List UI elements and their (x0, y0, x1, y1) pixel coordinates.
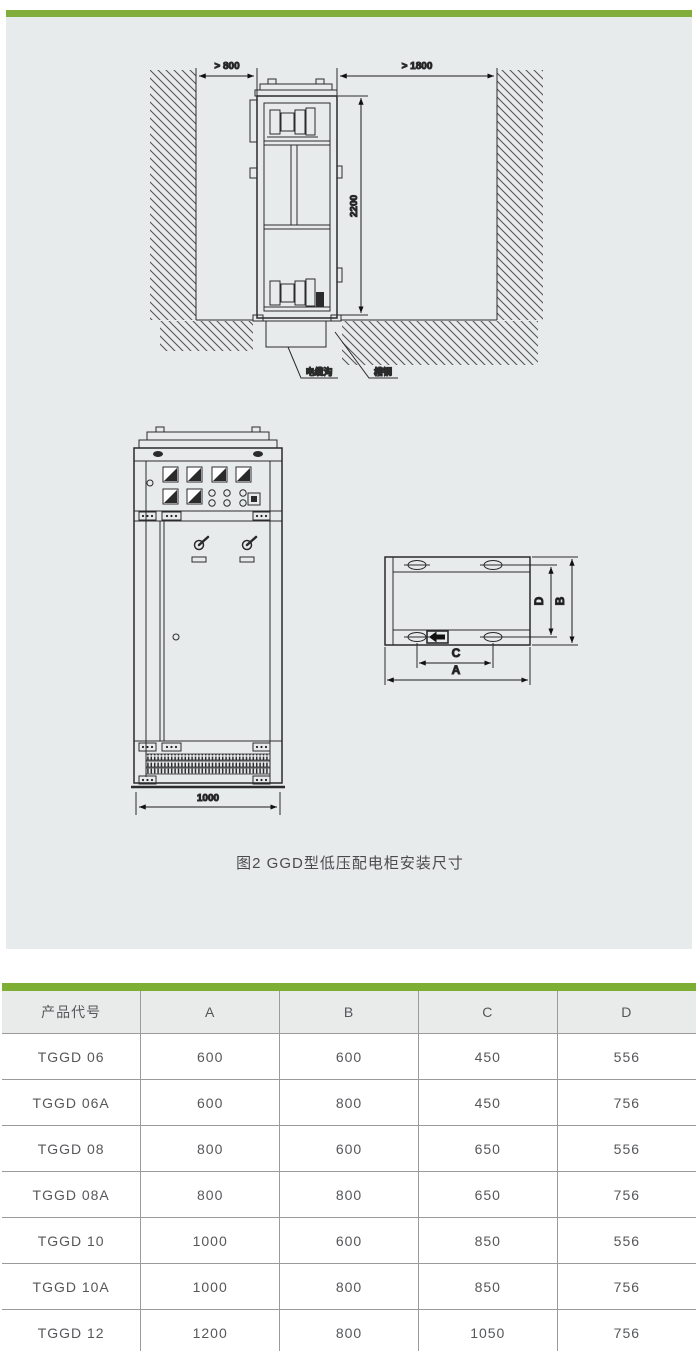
cell-b: 600 (279, 1217, 419, 1264)
cell-c: 450 (417, 1033, 558, 1080)
cell-c: 650 (417, 1125, 558, 1172)
dim-cabinet-height: 2200 (349, 194, 360, 217)
cell-d: 756 (556, 1309, 696, 1351)
cell-code: TGGD 10A (2, 1263, 141, 1310)
cell-c: 1050 (417, 1309, 558, 1351)
cell-b: 800 (279, 1079, 419, 1126)
cell-b: 800 (279, 1263, 419, 1310)
table-row: TGGD 08 800 600 650 556 (2, 1125, 696, 1172)
cell-d: 556 (556, 1217, 696, 1264)
plan-view-diagram: D B C A (384, 556, 578, 685)
table-row: TGGD 08A 800 800 650 756 (2, 1171, 696, 1218)
table-accent-bar (2, 983, 696, 991)
dim-right-clearance: > 1800 (402, 61, 433, 72)
table-row: TGGD 10A 1000 800 850 756 (2, 1263, 696, 1310)
cell-a: 600 (140, 1079, 280, 1126)
door-handle (191, 535, 210, 563)
dim-cabinet-width: 1000 (197, 793, 220, 804)
cell-d: 556 (556, 1033, 696, 1080)
installation-diagram: > 800 > 1800 (131, 61, 578, 815)
cell-a: 800 (140, 1125, 280, 1172)
dim-label-c: C (452, 646, 461, 660)
cell-b: 800 (279, 1171, 419, 1218)
col-header-d: D (556, 991, 696, 1034)
cell-b: 600 (279, 1125, 419, 1172)
dim-label-a: A (452, 663, 461, 677)
col-header-c: C (417, 991, 558, 1034)
cell-c: 850 (417, 1263, 558, 1310)
cell-a: 1000 (140, 1263, 280, 1310)
table-row: TGGD 12 1200 800 1050 756 (2, 1309, 696, 1351)
table-row: TGGD 10 1000 600 850 556 (2, 1217, 696, 1264)
cell-code: TGGD 10 (2, 1217, 141, 1264)
cell-a: 800 (140, 1171, 280, 1218)
cell-code: TGGD 06 (2, 1033, 141, 1080)
table-row: TGGD 06A 600 800 450 756 (2, 1079, 696, 1126)
spec-table-section: 产品代号 A B C D TGGD 06 600 600 450 556 TGG… (2, 983, 696, 1351)
dim-left-clearance: > 800 (214, 61, 240, 72)
figure-panel (6, 17, 692, 949)
channel-steel-label: 槽钢 (374, 366, 392, 377)
cable-entry-arrow-icon (426, 630, 449, 644)
cell-code: TGGD 08 (2, 1125, 141, 1172)
panel-meter-icons (162, 466, 252, 505)
table-header-row: 产品代号 A B C D (2, 991, 696, 1034)
cable-trench-label: 电缆沟 (305, 366, 332, 377)
vent-boxes-bottom (138, 742, 271, 752)
dim-label-b: B (553, 596, 567, 605)
figure-caption: 图2 GGD型低压配电柜安装尺寸 (236, 855, 464, 872)
cell-code: TGGD 06A (2, 1079, 141, 1126)
cell-b: 800 (279, 1309, 419, 1351)
mounting-slots (404, 560, 506, 642)
top-accent-bar (6, 10, 692, 17)
col-header-product-code: 产品代号 (2, 991, 141, 1034)
cell-c: 450 (417, 1079, 558, 1126)
dim-label-d: D (532, 596, 546, 605)
cell-d: 756 (556, 1079, 696, 1126)
side-view-diagram: > 800 > 1800 (150, 61, 543, 379)
front-view-diagram: 1000 (131, 426, 285, 815)
vent-boxes (138, 511, 271, 521)
cell-code: TGGD 12 (2, 1309, 141, 1351)
ventilation-grille (145, 753, 271, 775)
col-header-a: A (140, 991, 280, 1034)
cell-d: 756 (556, 1263, 696, 1310)
table-row: TGGD 06 600 600 450 556 (2, 1033, 696, 1080)
cell-d: 556 (556, 1125, 696, 1172)
cell-code: TGGD 08A (2, 1171, 141, 1218)
cell-c: 650 (417, 1171, 558, 1218)
cell-c: 850 (417, 1217, 558, 1264)
indicator-light-icons (208, 489, 247, 507)
col-header-b: B (279, 991, 419, 1034)
cell-b: 600 (279, 1033, 419, 1080)
cell-a: 600 (140, 1033, 280, 1080)
cell-d: 756 (556, 1171, 696, 1218)
cell-a: 1000 (140, 1217, 280, 1264)
cell-a: 1200 (140, 1309, 280, 1351)
spec-table: 产品代号 A B C D TGGD 06 600 600 450 556 TGG… (2, 991, 696, 1351)
door-handle (239, 535, 258, 563)
